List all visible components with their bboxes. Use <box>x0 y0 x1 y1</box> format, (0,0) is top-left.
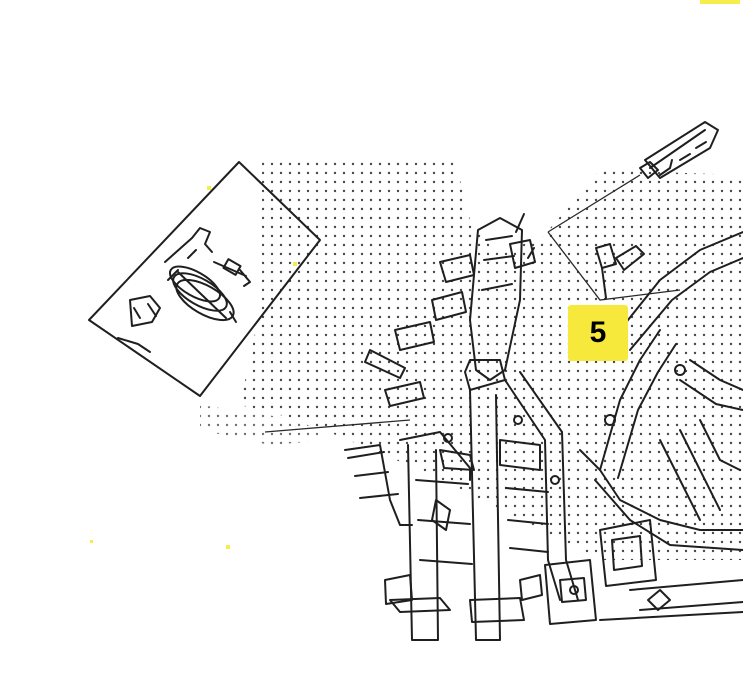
part-callout-5[interactable]: 5 <box>568 305 628 361</box>
highlight-specks <box>90 0 740 549</box>
inset-detail-box <box>88 161 321 397</box>
leader-line-inset <box>264 419 411 433</box>
clamp-part <box>117 227 251 353</box>
frame-assembly <box>344 213 743 641</box>
leader-line-top <box>547 174 641 233</box>
grip-part <box>639 121 719 179</box>
leader-line-callout <box>547 231 681 301</box>
part-number-label: 5 <box>589 316 607 349</box>
